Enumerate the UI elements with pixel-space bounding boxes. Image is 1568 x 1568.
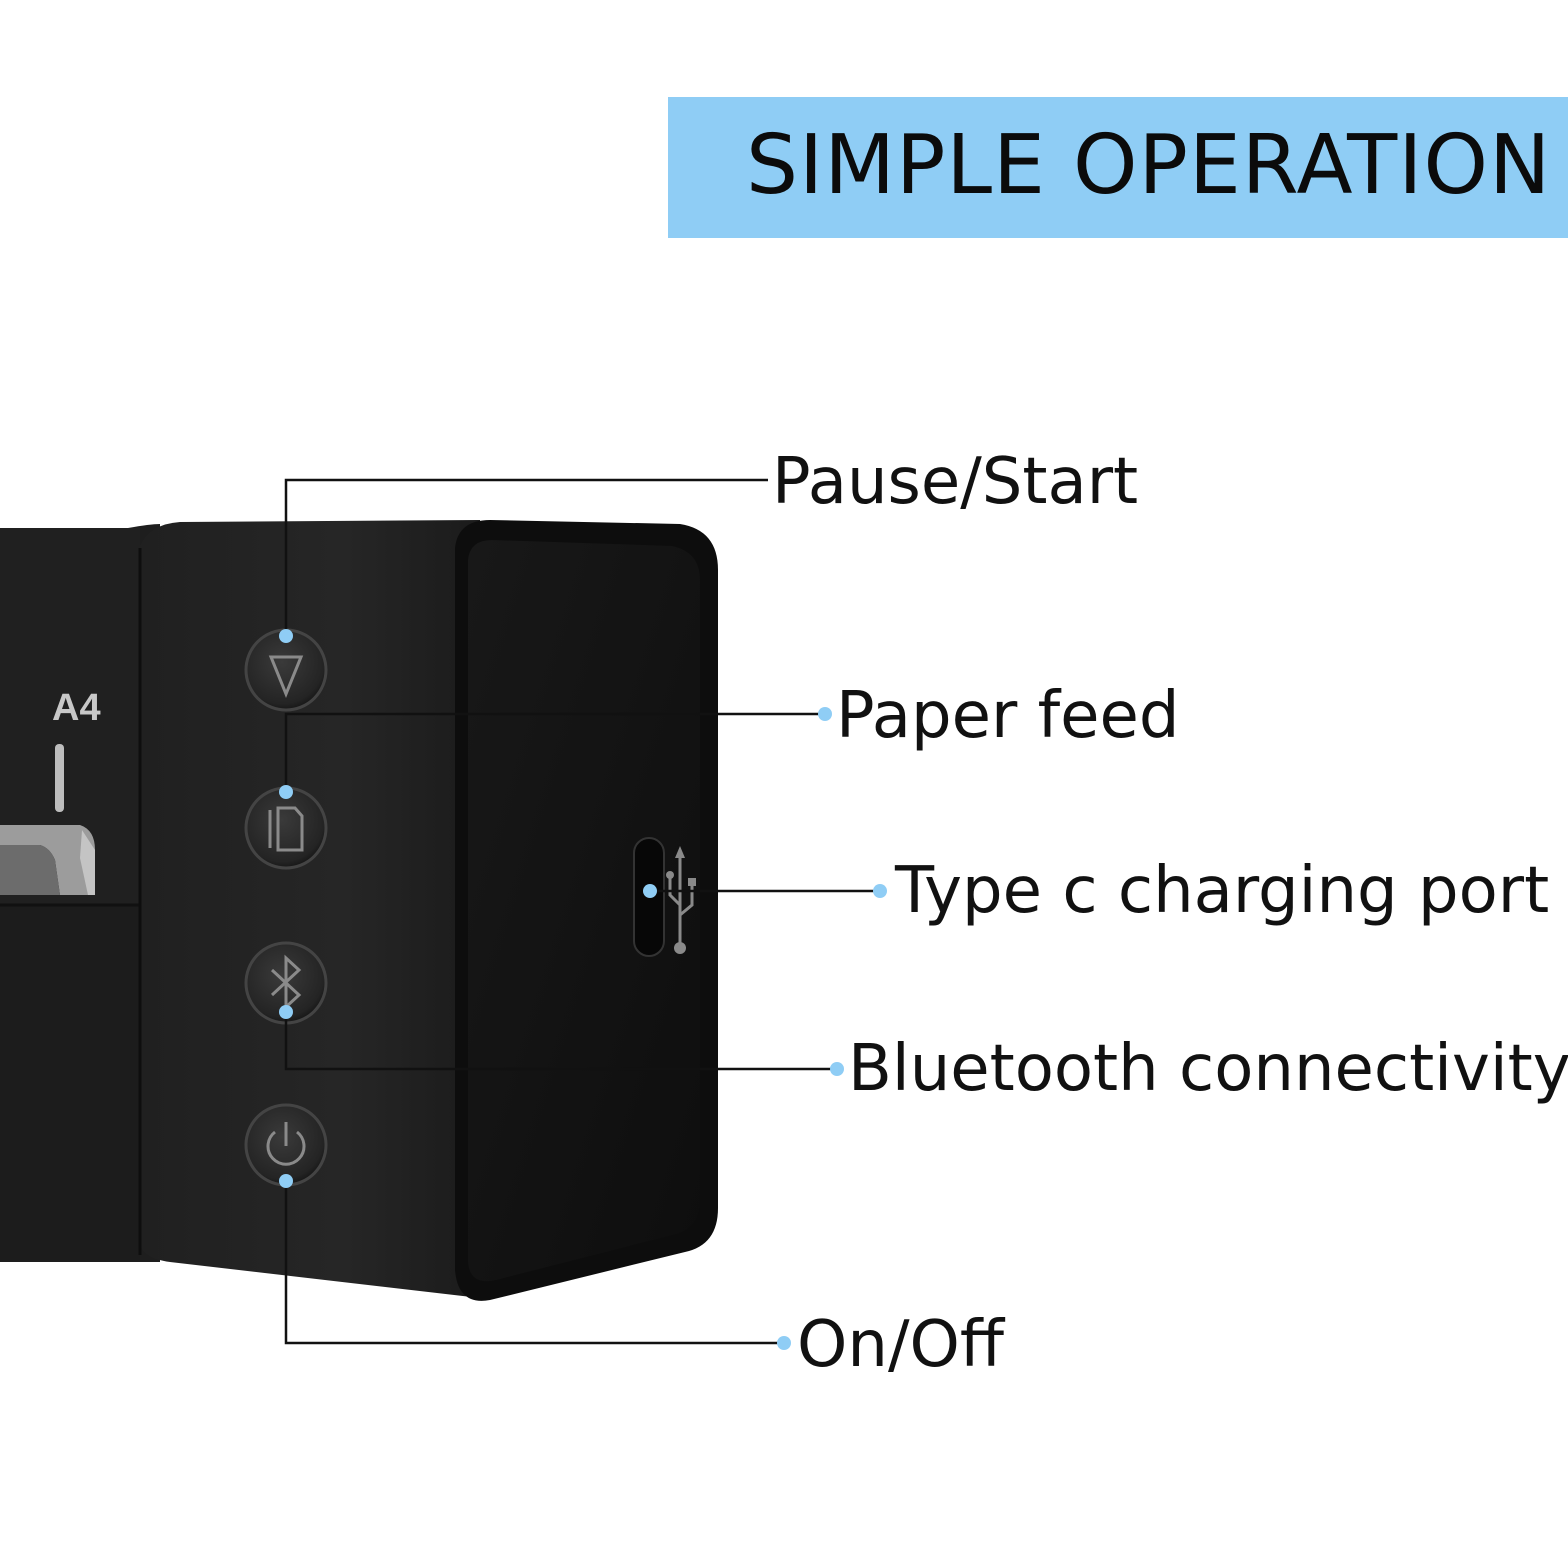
leader-line-pause-start	[284, 478, 768, 636]
callout-dot	[777, 1336, 791, 1350]
printer-body-left	[0, 524, 160, 1262]
paper-feed-button[interactable]	[244, 786, 328, 870]
callout-pause-start: Pause/Start	[772, 445, 1139, 519]
callout-dot	[873, 884, 887, 898]
leader-lines	[284, 478, 880, 1345]
callout-type-c-port: Type c charging port	[895, 854, 1550, 928]
power-icon	[266, 1122, 306, 1166]
callout-bluetooth: Bluetooth connectivity	[848, 1032, 1568, 1106]
callout-dots	[279, 629, 887, 1350]
callout-dot	[818, 707, 832, 721]
leader-line-on-off	[284, 1181, 784, 1345]
callout-dot	[279, 1005, 293, 1019]
a4-paper-mark: A4	[52, 687, 101, 729]
leader-line-bluetooth	[284, 1012, 837, 1071]
callout-dot	[643, 884, 657, 898]
callout-dot	[279, 629, 293, 643]
triangle-down-icon	[268, 655, 304, 698]
callout-on-off: On/Off	[797, 1308, 1004, 1382]
on-off-button[interactable]	[244, 1103, 328, 1187]
leader-line-paper-feed	[284, 712, 825, 792]
title-banner: SIMPLE OPERATION	[668, 97, 1568, 238]
page-title: SIMPLE OPERATION	[746, 118, 1552, 213]
callout-dot	[279, 1174, 293, 1188]
bluetooth-icon	[270, 954, 302, 1011]
callout-paper-feed: Paper feed	[836, 679, 1180, 753]
callout-dot	[830, 1062, 844, 1076]
pause-start-button[interactable]	[244, 628, 328, 712]
callout-dot	[279, 785, 293, 799]
paper-feed-icon	[268, 806, 304, 852]
